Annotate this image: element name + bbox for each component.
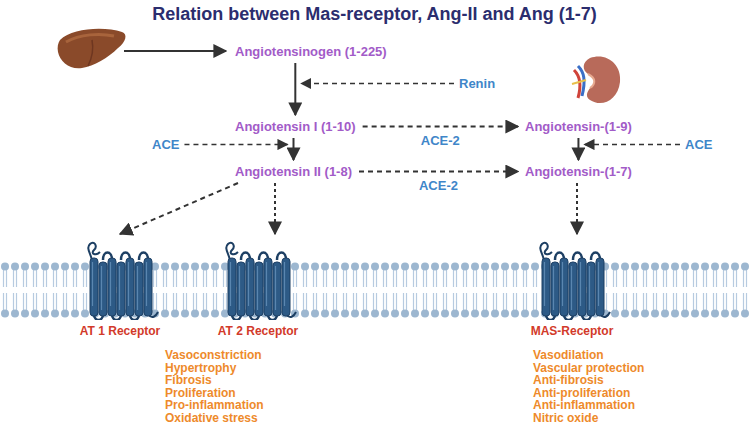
enzyme-label: ACE [683, 136, 714, 153]
receptor-label: MAS-Receptor [512, 324, 632, 338]
reaction-arrow [577, 138, 579, 160]
kidney-icon [572, 56, 620, 103]
effect-item: Vasodilation [533, 349, 604, 362]
effect-item: Hypertrophy [165, 362, 236, 375]
reaction-arrow [294, 63, 296, 115]
effect-item: Nitric oxide [533, 412, 598, 425]
diagram-title: Relation between Mas-receptor, Ang-II an… [0, 4, 749, 25]
edge-label: ACE-2 [419, 132, 462, 149]
gpcr-receptor-icon [512, 236, 632, 320]
effect-item: Anti-proliferation [533, 387, 630, 400]
enzyme-action-arrow [184, 144, 287, 146]
receptor-label: AT 1 Receptor [60, 324, 180, 338]
molecule-node: Angiotensin II (1-8) [232, 162, 355, 181]
molecule-label: Angiotensin-(1-7) [522, 162, 635, 181]
reaction-arrow [120, 183, 238, 234]
secretion-arrow [124, 50, 226, 52]
molecule-node: Angiotensinogen (1-225) [232, 42, 390, 61]
molecule-label: Angiotensin II (1-8) [232, 162, 355, 181]
effect-item: Anti-fibrosis [533, 374, 604, 387]
molecule-label: Angiotensin-(1-9) [522, 117, 635, 136]
enzyme-label: ACE [150, 136, 181, 153]
reaction-arrow [274, 183, 276, 234]
liver-icon [58, 29, 126, 69]
effect-item: Pro-inflammation [165, 399, 264, 412]
gpcr-receptor-icon [198, 236, 318, 320]
molecule-label: Angiotensinogen (1-225) [232, 42, 390, 61]
effect-item: Anti-inflammation [533, 399, 635, 412]
effect-item: Proliferation [165, 387, 236, 400]
receptor-node: AT 1 Receptor [60, 236, 180, 338]
effect-item: Fibrosis [165, 374, 212, 387]
molecule-label: Angiotensin I (1-10) [232, 117, 359, 136]
enzyme-action-arrow [301, 83, 454, 85]
effect-item: Vasoconstriction [165, 349, 262, 362]
gpcr-receptor-icon [60, 236, 180, 320]
receptor-node: AT 2 Receptor [198, 236, 318, 338]
receptor-node: MAS-Receptor [512, 236, 632, 338]
effect-item: Oxidative stress [165, 412, 258, 425]
reaction-arrow [359, 171, 518, 173]
enzyme-action-arrow [584, 144, 680, 146]
molecule-node: Angiotensin-(1-9) [522, 117, 635, 136]
effect-item: Vascular protection [533, 362, 644, 375]
edge-label: ACE-2 [417, 177, 460, 194]
reaction-arrow [293, 138, 295, 160]
reaction-arrow [576, 183, 578, 234]
enzyme-label: Renin [457, 75, 497, 92]
receptor-label: AT 2 Receptor [198, 324, 318, 338]
reaction-arrow [363, 126, 518, 128]
molecule-node: Angiotensin-(1-7) [522, 162, 635, 181]
molecule-node: Angiotensin I (1-10) [232, 117, 359, 136]
